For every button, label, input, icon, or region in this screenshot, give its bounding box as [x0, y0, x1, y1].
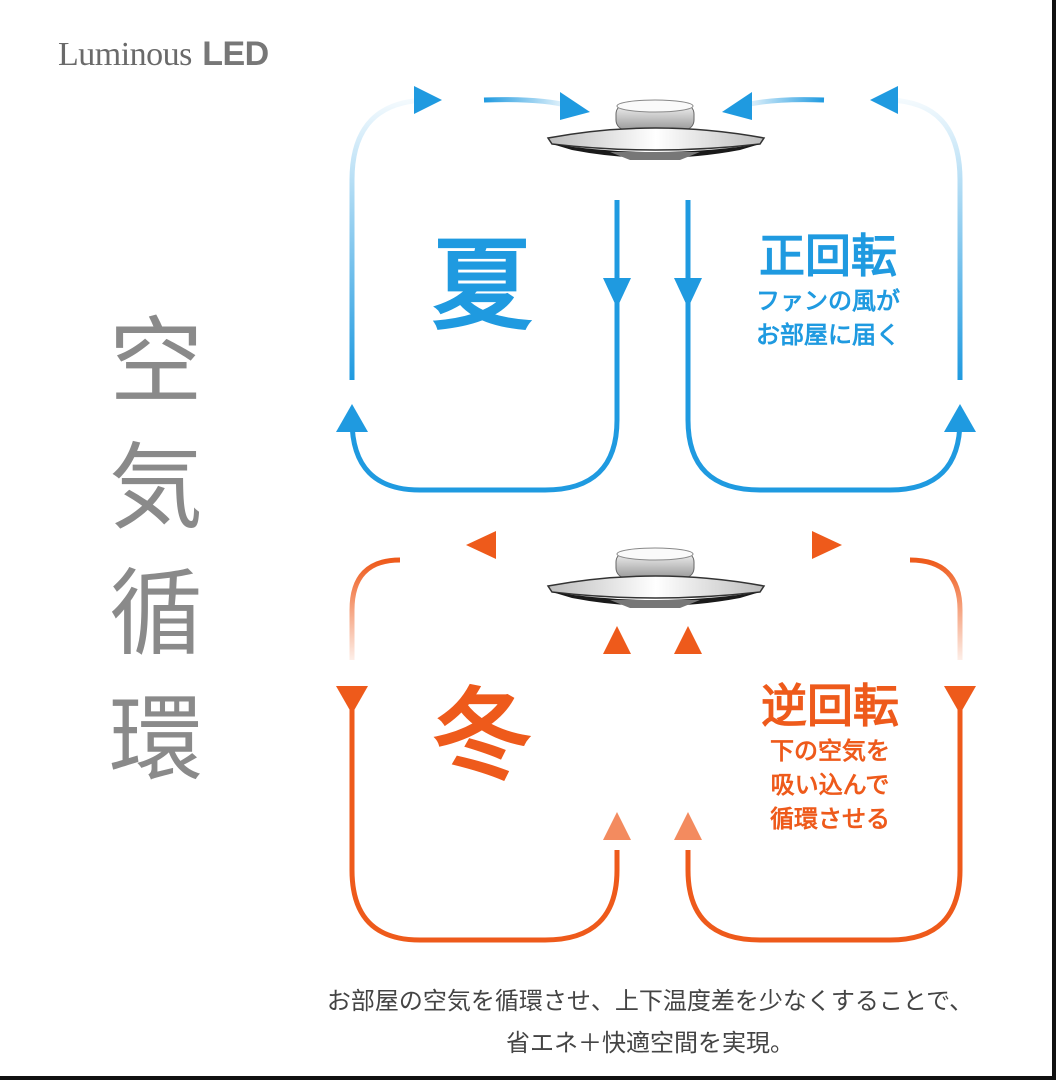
- winter-desc-line: 循環させる: [770, 805, 890, 833]
- summer-mode-label: 正回転 ファンの風が お部屋に届く: [738, 228, 918, 352]
- winter-arrowhead-up-right-low: [674, 812, 702, 840]
- winter-arrowhead-up-left-low: [603, 812, 631, 840]
- winter-desc-line: 吸い込んで: [770, 771, 890, 799]
- winter-rotation: 逆回転: [761, 679, 899, 733]
- summer-arrowhead-down-left: [603, 278, 631, 308]
- summer-arrowhead-down-right: [674, 278, 702, 308]
- summer-arrowhead-top-right: [870, 86, 898, 114]
- summer-left-upper: [349, 97, 431, 380]
- vertical-title: 空 気 循 環: [96, 300, 216, 804]
- summer-rotation: 正回転: [759, 229, 897, 283]
- summer-inflow-left: [483, 97, 571, 109]
- summer-arrowhead-inflow-right: [722, 92, 752, 120]
- season-winter: 冬: [432, 677, 532, 794]
- caption: お部屋の空気を循環させ、上下温度差を少なくすることで、 省エネ＋快適空間を実現。: [290, 980, 1010, 1064]
- winter-mode-label: 逆回転 下の空気を 吸い込んで 循環させる: [735, 678, 925, 836]
- summer-arrowhead-top-left: [414, 86, 442, 114]
- brand-name: Luminous: [58, 36, 192, 73]
- summer-arrowhead-inflow-left: [560, 92, 590, 120]
- winter-arrowhead-up-right: [674, 626, 702, 654]
- brand-logo: Luminous LED: [58, 34, 269, 74]
- summer-right-loop: [685, 200, 963, 493]
- summer-airflow: [336, 86, 976, 493]
- winter-arrowhead-out-right: [812, 531, 842, 559]
- winter-arrowhead-left-down: [336, 686, 368, 714]
- brand-suffix: LED: [202, 35, 269, 73]
- winter-arrowhead-out-left: [466, 531, 496, 559]
- winter-arrowhead-right-down: [944, 686, 976, 714]
- title-char: 気: [108, 434, 203, 543]
- title-char: 環: [108, 686, 203, 795]
- winter-right-loop: [685, 690, 963, 943]
- winter-right-upper: [909, 557, 963, 660]
- summer-left-loop: [349, 200, 620, 493]
- season-summer: 夏: [432, 227, 532, 344]
- caption-line: 省エネ＋快適空間を実現。: [506, 1029, 794, 1057]
- ceiling-fan-light-summer: [546, 99, 766, 160]
- summer-desc-line: お部屋に届く: [756, 321, 900, 349]
- title-char: 空: [108, 308, 203, 417]
- ceiling-fan-light-winter: [546, 547, 766, 608]
- summer-arrowhead-right-up: [944, 404, 976, 432]
- summer-arrowhead-left-up: [336, 404, 368, 432]
- summer-desc-line: ファンの風が: [756, 287, 900, 315]
- winter-arrowhead-up-left: [603, 626, 631, 654]
- winter-left-upper: [349, 557, 401, 660]
- winter-left-loop: [349, 690, 620, 943]
- winter-airflow: [336, 531, 976, 943]
- summer-right-upper: [884, 97, 963, 380]
- title-char: 循: [108, 560, 203, 669]
- winter-desc-line: 下の空気を: [770, 737, 890, 765]
- summer-inflow-right: [741, 97, 825, 109]
- caption-line: お部屋の空気を循環させ、上下温度差を少なくすることで、: [326, 987, 974, 1015]
